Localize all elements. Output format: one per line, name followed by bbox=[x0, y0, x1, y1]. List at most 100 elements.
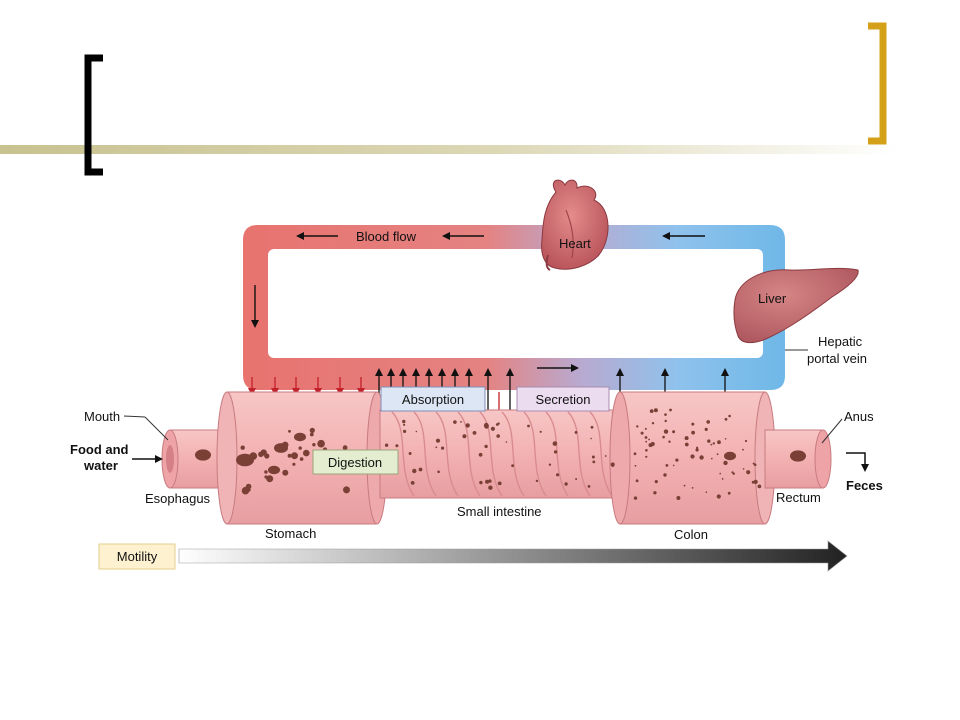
chyme-particle bbox=[726, 456, 730, 459]
chyme-particle bbox=[675, 458, 679, 462]
chyme-particle bbox=[663, 429, 669, 434]
absorption-box: Absorption bbox=[380, 386, 486, 412]
chyme-particle bbox=[539, 430, 542, 433]
right-bracket bbox=[868, 22, 887, 145]
chyme-particle bbox=[282, 469, 289, 476]
chyme-particle bbox=[408, 452, 412, 455]
feces-output-arrow bbox=[846, 452, 869, 472]
chyme-particle bbox=[460, 421, 462, 423]
chyme-particle bbox=[564, 482, 568, 486]
hepatic-portal-vein-line1: Hepatic bbox=[818, 334, 863, 349]
chyme-particle bbox=[402, 419, 406, 424]
blood-circulation-loop bbox=[243, 225, 785, 390]
motility-box: Motility bbox=[98, 543, 176, 570]
chyme-particle bbox=[384, 443, 389, 447]
chyme-blob bbox=[195, 449, 211, 461]
chyme-particle bbox=[611, 465, 614, 468]
chyme-particle bbox=[695, 448, 699, 452]
chyme-particle bbox=[395, 444, 399, 448]
chyme-particle bbox=[303, 449, 310, 457]
chyme-particle bbox=[634, 464, 637, 467]
chyme-particle bbox=[403, 429, 407, 433]
chyme-particle bbox=[672, 464, 675, 467]
intestine-fold bbox=[567, 411, 591, 497]
chyme-particle bbox=[649, 409, 654, 413]
chyme-particle bbox=[505, 441, 508, 443]
small-intestine-label: Small intestine bbox=[457, 504, 542, 519]
mouth-leader-2 bbox=[144, 416, 169, 441]
chyme-particle bbox=[309, 432, 314, 437]
chyme-particle bbox=[511, 464, 514, 468]
chyme-particle bbox=[728, 414, 731, 418]
gi-tract bbox=[161, 391, 832, 525]
chyme-particle bbox=[465, 423, 470, 428]
chyme-particle bbox=[684, 436, 689, 441]
chyme-particle bbox=[462, 434, 467, 439]
chyme-blob bbox=[236, 453, 254, 467]
chyme-particle bbox=[645, 449, 648, 452]
chyme-particle bbox=[298, 446, 302, 450]
chyme-particle bbox=[548, 463, 552, 466]
chyme-particle bbox=[342, 445, 348, 451]
chyme-particle bbox=[717, 440, 721, 445]
intestine-fold bbox=[435, 411, 459, 497]
digestion-label: Digestion bbox=[328, 455, 382, 470]
chyme-particle bbox=[665, 464, 669, 467]
intestine-fold bbox=[501, 411, 525, 497]
chyme-particle bbox=[556, 473, 560, 477]
secretion-label: Secretion bbox=[536, 392, 591, 407]
chyme-particle bbox=[651, 422, 655, 425]
intestine-fold bbox=[589, 411, 613, 497]
left-bracket bbox=[84, 54, 103, 176]
chyme-particle bbox=[654, 480, 658, 484]
chyme-particle bbox=[691, 430, 695, 435]
chyme-particle bbox=[472, 431, 477, 435]
chyme-particle bbox=[719, 472, 721, 475]
chyme-particle bbox=[663, 473, 667, 477]
chyme-particle bbox=[552, 441, 558, 446]
chyme-particle bbox=[418, 467, 423, 472]
chyme-particle bbox=[495, 423, 499, 426]
chyme-particle bbox=[705, 491, 708, 494]
chyme-particle bbox=[742, 468, 745, 470]
chyme-particle bbox=[731, 471, 734, 474]
intestine-fold bbox=[523, 411, 547, 497]
chyme-particle bbox=[403, 423, 406, 426]
chyme-particle bbox=[488, 485, 493, 490]
hepatic-portal-vein-line2: portal vein bbox=[807, 351, 867, 366]
chyme-particle bbox=[662, 435, 665, 439]
chyme-particle bbox=[757, 484, 762, 489]
heart-label: Heart bbox=[559, 236, 591, 251]
chyme-particle bbox=[415, 430, 418, 433]
chyme-blob bbox=[294, 432, 306, 442]
chyme-particle bbox=[644, 427, 647, 430]
chyme-particle bbox=[664, 419, 667, 423]
absorption-label: Absorption bbox=[402, 392, 464, 407]
chyme-particle bbox=[653, 408, 658, 413]
chyme-particle bbox=[636, 425, 639, 428]
motility-gradient-arrow bbox=[178, 540, 848, 572]
chyme-particle bbox=[723, 460, 728, 466]
chyme-particle bbox=[669, 408, 672, 412]
chyme-particle bbox=[691, 422, 695, 426]
heart-illustration bbox=[541, 179, 609, 271]
chyme-particle bbox=[752, 462, 755, 465]
intestine-fold bbox=[391, 411, 415, 497]
small-intestine-tube bbox=[379, 409, 635, 499]
chyme-particle bbox=[744, 439, 748, 443]
chyme-particle bbox=[484, 444, 488, 449]
mouth-leader bbox=[123, 415, 146, 418]
chyme-particle bbox=[699, 455, 704, 460]
chyme-particle bbox=[249, 452, 258, 460]
chyme-particle bbox=[724, 438, 727, 440]
anus-label: Anus bbox=[844, 409, 874, 424]
chyme-particle bbox=[485, 479, 490, 484]
chyme-particle bbox=[299, 457, 304, 461]
chyme-particle bbox=[240, 445, 245, 450]
chyme-particle bbox=[727, 491, 731, 495]
chyme-particle bbox=[645, 440, 648, 443]
food-and-water-line1: Food and bbox=[70, 442, 129, 457]
chyme-particle bbox=[435, 438, 441, 443]
chyme-particle bbox=[704, 427, 708, 431]
